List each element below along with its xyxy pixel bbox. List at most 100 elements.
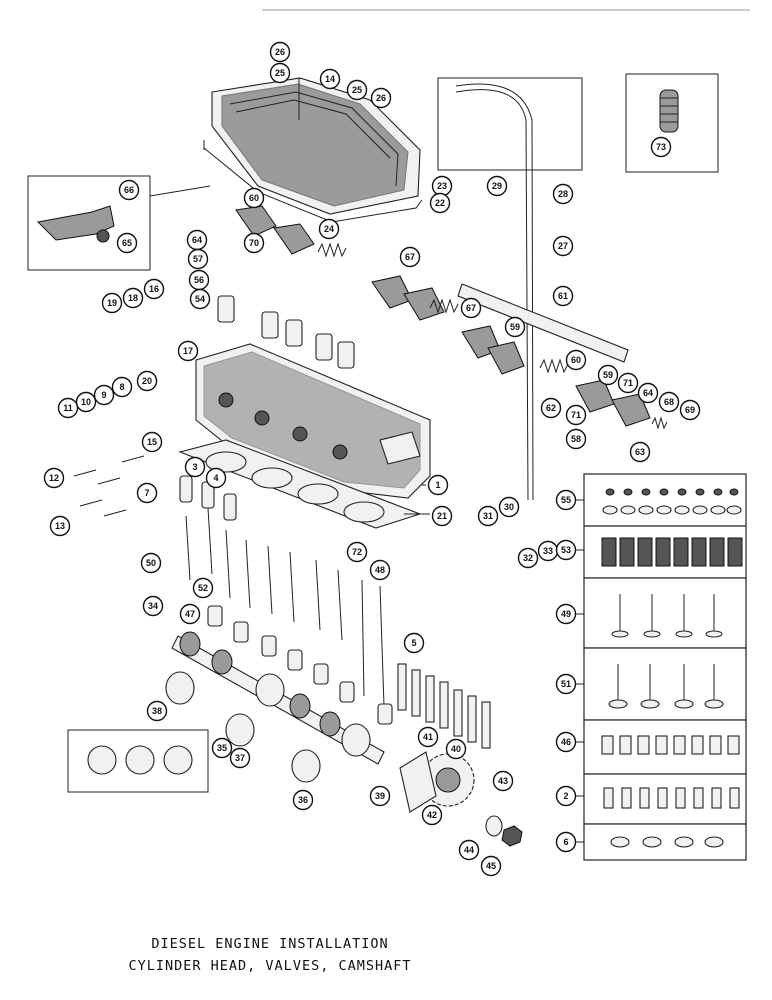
callout-circle [136,482,158,504]
callout-c23: 23 [431,175,453,197]
callout-number: 25 [275,68,285,78]
callout-circle [116,232,138,254]
cylinder-head [195,343,431,499]
callout-c28: 28 [552,183,574,205]
rocker-arms [235,205,651,427]
callout-c17: 17 [177,340,199,362]
callout-circle [192,577,214,599]
callout-c22: 22 [429,192,451,214]
callout-circle [269,62,291,84]
rocker-springs [317,242,668,430]
callout-number: 14 [325,74,335,84]
callout-c11: 11 [57,397,79,419]
callout-number: 71 [571,410,581,420]
callout-circle [565,428,587,450]
callout-c67b: 67 [460,297,482,319]
callout-c14: 14 [319,68,341,90]
callout-c64b: 64 [637,382,659,404]
callout-circle [555,489,577,511]
callout-circle [292,789,314,811]
part-73-filter [659,89,679,133]
callout-number: 17 [183,346,193,356]
callout-number: 12 [49,473,59,483]
callout-number: 55 [561,495,571,505]
callout-c32: 32 [517,547,539,569]
callout-c64a: 64 [186,229,208,251]
callout-c68: 68 [658,391,680,413]
valve-springs-top [217,295,355,369]
callout-c10: 10 [75,391,97,413]
kit-49-valves [619,594,715,632]
callout-number: 41 [423,732,433,742]
callout-c58: 58 [565,428,587,450]
callout-c45: 45 [480,855,502,877]
callout-number: 11 [63,403,73,413]
callout-c21: 21 [431,505,453,527]
callout-circle [617,372,639,394]
callout-c26a: 26 [269,41,291,63]
callout-c18: 18 [122,287,144,309]
callout-number: 54 [195,294,205,304]
callout-c42: 42 [421,804,443,826]
callout-number: 30 [504,502,514,512]
breather-detail-inset [437,77,583,171]
callout-circle [458,839,480,861]
callout-c16: 16 [143,278,165,300]
callout-number: 1 [435,480,440,490]
callout-number: 68 [664,397,674,407]
callout-circle [57,397,79,419]
callout-circle [555,831,577,853]
callout-circle [399,246,421,268]
callout-c47: 47 [179,603,201,625]
callout-number: 60 [249,193,259,203]
callout-c1: 1 [427,474,449,496]
callout-c20: 20 [136,370,158,392]
callout-circle [552,183,574,205]
callout-c60b: 60 [565,349,587,371]
callout-number: 64 [192,235,202,245]
cam-bearings [165,671,321,783]
callout-c39: 39 [369,785,391,807]
head-studs [73,455,145,517]
callout-circle [243,232,265,254]
callout-circle [122,287,144,309]
callout-number: 35 [217,743,227,753]
callout-number: 71 [623,378,633,388]
callout-circle [555,673,577,695]
callout-circle [555,539,577,561]
callout-circle [369,559,391,581]
callout-number: 8 [119,382,124,392]
callout-number: 25 [352,85,362,95]
callout-circle [93,384,115,406]
callout-circle [555,731,577,753]
callout-c67a: 67 [399,246,421,268]
callout-number: 24 [324,224,334,234]
callout-c31: 31 [477,505,499,527]
callout-c46: 46 [555,731,577,753]
callout-number: 28 [558,189,568,199]
timing-gear [399,751,475,813]
callout-circle [552,235,574,257]
callout-c49: 49 [555,603,577,625]
kit-53-springs [601,537,743,567]
callout-number: 42 [427,810,437,820]
callout-number: 72 [352,547,362,557]
callout-c27: 27 [552,235,574,257]
breather-pipe [455,89,529,501]
camshaft [171,631,385,765]
callout-c65: 65 [116,232,138,254]
callout-number: 50 [146,558,156,568]
callout-number: 52 [198,583,208,593]
callout-circle [679,399,701,421]
callout-circle [517,547,539,569]
kit-46-tappets [601,735,740,755]
callout-number: 23 [437,181,447,191]
callout-number: 59 [603,370,613,380]
callout-c25a: 25 [269,62,291,84]
callout-c43: 43 [492,770,514,792]
callout-circle [187,248,209,270]
callout-number: 37 [235,753,245,763]
kit-55-parts [602,488,742,515]
head-gasket [178,439,422,529]
callout-c15: 15 [141,431,163,453]
